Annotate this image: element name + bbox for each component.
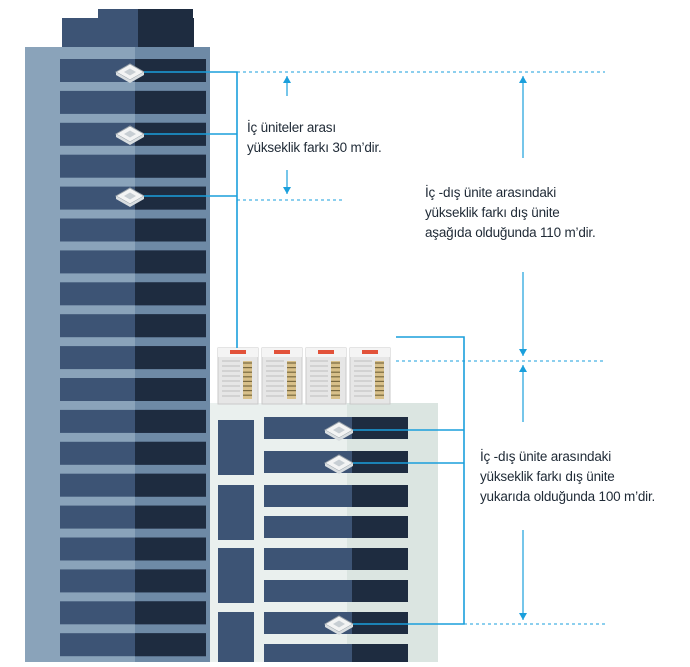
low-floor-band-shadow [352,516,408,538]
tall-floor-band-shadow [135,90,206,114]
cassette-indoor-unit-icon [114,125,146,145]
arrow-up-icon [519,365,527,422]
low-window [218,612,254,662]
tall-floor-band-shadow [135,441,206,465]
tall-floor-band-shadow [135,378,206,401]
tall-floor-band-shadow [135,473,206,497]
tall-floor-band-shadow [135,346,206,370]
roof-block-shadow [138,18,194,49]
outdoor-above-line-3: yukarıda olduğunda 100 m’dir. [480,489,656,504]
tall-floor-band-shadow [135,569,206,593]
tall-floor-band-shadow [135,218,206,242]
low-window [218,548,254,603]
tall-floor-band-shadow [135,186,206,210]
tall-floor-band-shadow [135,282,206,306]
tall-floor-band-shadow [135,537,206,561]
outdoor-below-line-2: yükseklik farkı dış ünite [425,205,560,220]
indoor-height-difference-label: İç üniteler arası yükseklik farkı 30 m’d… [247,118,382,158]
low-window [218,420,254,475]
low-floor-band-shadow [352,417,408,439]
cassette-indoor-unit-icon [323,454,355,474]
tall-building [25,9,210,662]
tall-floor-band-shadow [135,250,206,274]
vrf-outdoor-unit-icon [349,347,391,405]
low-floor-band-shadow [352,548,408,570]
low-window [218,485,254,540]
outdoor-above-height-label: İç -dış ünite arasındaki yükseklik farkı… [480,447,655,507]
outdoor-above-line-1: İç -dış ünite arasındaki [480,449,612,464]
arrow-down-icon [519,272,527,356]
outdoor-above-line-2: yükseklik farkı dış ünite [480,469,615,484]
refrigerant-pipes [144,71,465,625]
vrf-outdoor-unit-icon [305,347,347,405]
pipe-low-riser [353,336,465,625]
tall-floor-band-shadow [135,633,206,657]
arrow-down-icon [519,530,527,620]
arrow-down-icon [283,170,291,194]
indoor-label-line-2: yükseklik farkı 30 m’dir. [247,140,382,155]
tall-floor-band-shadow [135,154,206,178]
dimension-lines [237,71,605,625]
indoor-units [114,63,355,635]
low-floor-band-shadow [352,451,408,473]
tall-floor-band-shadow [135,409,206,433]
indoor-label-line-1: İç üniteler arası [247,120,336,135]
tall-floor-band-shadow [135,505,206,529]
vrf-outdoor-unit-icon [261,347,303,405]
arrow-up-icon [283,76,291,96]
tall-floor-band-shadow [135,314,206,338]
outdoor-below-line-1: İç -dış ünite arasındaki [425,185,557,200]
outdoor-below-line-3: aşağıda olduğunda 110 m’dir. [425,225,596,240]
arrow-up-icon [519,76,527,158]
low-floor-band-shadow [352,485,408,507]
low-floor-band-shadow [352,644,408,662]
outdoor-below-height-label: İç -dış ünite arasındaki yükseklik farkı… [425,183,596,243]
outdoor-units [217,347,391,405]
tall-floor-band-shadow [135,59,206,82]
tall-floor-band-shadow [135,601,206,625]
low-floor-band-shadow [352,580,408,602]
low-building [210,403,438,662]
vrf-outdoor-unit-icon [217,347,259,405]
low-floor-band-shadow [352,612,408,634]
cassette-indoor-unit-icon [323,615,355,635]
